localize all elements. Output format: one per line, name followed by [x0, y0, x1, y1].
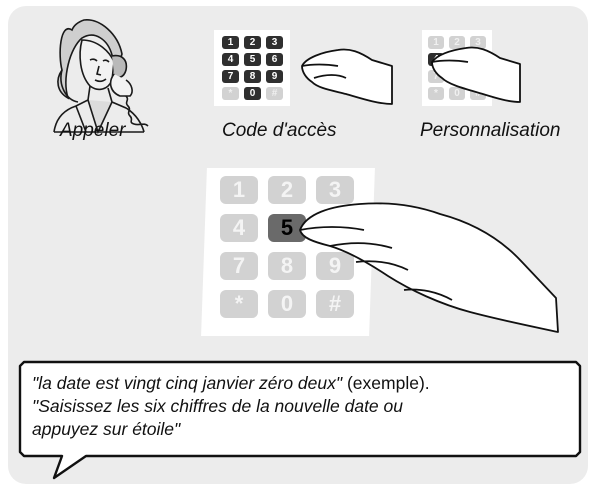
key-1: 1 [222, 36, 239, 49]
step-label-access-code: Code d'accès [222, 120, 337, 141]
key-hash: # [266, 87, 283, 100]
key-0: 0 [244, 87, 261, 100]
prompt-date-example: "la date est vingt cinq janvier zéro deu… [32, 373, 343, 393]
key-7: 7 [222, 70, 239, 83]
key-7: 7 [220, 252, 258, 280]
key-star: * [220, 290, 258, 318]
prompt-instruction-line2: appuyez sur étoile" [32, 419, 181, 439]
hand-icon [299, 202, 559, 333]
voice-prompt-message: "la date est vingt cinq janvier zéro deu… [32, 372, 572, 441]
key-2: 2 [244, 36, 261, 49]
key-0: 0 [449, 87, 465, 100]
key-5: 5 [244, 53, 261, 66]
key-2: 2 [268, 176, 306, 204]
key-0: 0 [268, 290, 306, 318]
key-9: 9 [266, 70, 283, 83]
step-label-personalization: Personnalisation [420, 120, 561, 141]
key-8: 8 [244, 70, 261, 83]
key-8: 8 [268, 252, 306, 280]
key-3: 3 [316, 176, 354, 204]
key-3: 3 [266, 36, 283, 49]
key-4: 4 [220, 214, 258, 242]
key-9: 9 [316, 252, 354, 280]
prompt-instruction-line1: "Saisissez les six chiffres de la nouvel… [32, 396, 403, 416]
key-6: 6 [266, 53, 283, 66]
key-3: 3 [470, 36, 486, 49]
key-2: 2 [449, 36, 465, 49]
key-5: 5 [268, 214, 306, 242]
prompt-example-note: (exemple). [342, 373, 430, 393]
step-label-call: Appeler [60, 120, 126, 141]
key-hash: # [316, 290, 354, 318]
key-star: * [222, 87, 239, 100]
key-1: 1 [220, 176, 258, 204]
hand-icon [301, 48, 393, 105]
key-4: 4 [222, 53, 239, 66]
key-1: 1 [428, 36, 444, 49]
key-star: * [428, 87, 444, 100]
